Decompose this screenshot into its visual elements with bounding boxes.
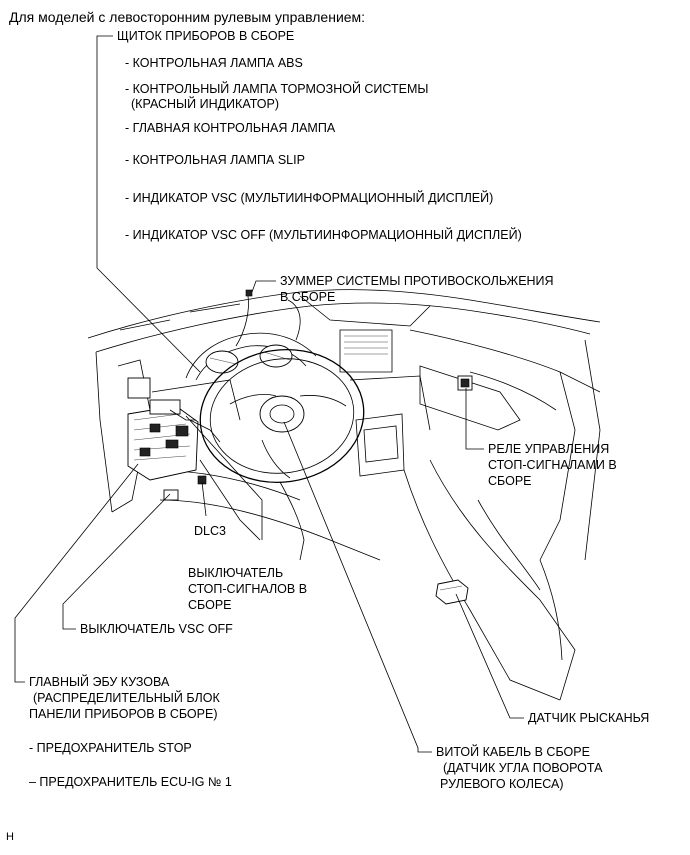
buzzer-label-line1: ЗУММЕР СИСТЕМЫ ПРОТИВОСКОЛЬЖЕНИЯ [280,274,554,288]
vsc-indicator-item: - ИНДИКАТОР VSC (МУЛЬТИИНФОРМАЦИОННЫЙ ДИ… [125,191,494,205]
yaw-sensor-label: ДАТЧИК РЫСКАНЬЯ [528,711,650,725]
vsc-off-switch-label: ВЫКЛЮЧАТЕЛЬ VSC OFF [80,622,233,636]
dlc3-label: DLC3 [194,524,226,538]
slip-lamp-item: - КОНТРОЛЬНАЯ ЛАМПА SLIP [125,153,305,167]
spiral-cable-label-line2: (ДАТЧИК УГЛА ПОВОРОТА [443,761,603,775]
abs-lamp-item: - КОНТРОЛЬНАЯ ЛАМПА ABS [125,56,303,70]
spiral-cable-label-line3: РУЛЕВОГО КОЛЕСА) [440,777,564,791]
combination-meter-label: ЩИТОК ПРИБОРОВ В СБОРЕ [117,29,295,43]
spiral-cable-label-line1: ВИТОЙ КАБЕЛЬ В СБОРЕ [436,745,590,759]
dashboard-outline [87,289,601,701]
vsc-off-switch-part [163,489,179,501]
stop-relay-label-line3: СБОРЕ [488,474,532,488]
brake-lamp-item: - КОНТРОЛЬНЫЙ ЛАМПА ТОРМОЗНОЙ СИСТЕМЫ [125,82,429,96]
stop-switch-label-line3: СБОРЕ [188,598,232,612]
main-body-ecu-label-line1: ГЛАВНЫЙ ЭБУ КУЗОВА [29,675,170,689]
steering-wheel-drawing [199,349,365,561]
header-title: Для моделей с левосторонним рулевым упра… [9,9,366,25]
fuse-stop-item: - ПРЕДОХРАНИТЕЛЬ STOP [29,741,192,755]
stop-relay-label-line2: СТОП-СИГНАЛАМИ В [488,458,617,472]
brake-lamp-item-note: (КРАСНЫЙ ИНДИКАТОР) [131,97,279,111]
fuse-ecu-ig-item: – ПРЕДОХРАНИТЕЛЬ ECU-IG № 1 [29,775,232,789]
buzzer-label-line2: В СБОРЕ [280,290,336,304]
stop-relay-label-line1: РЕЛЕ УПРАВЛЕНИЯ [488,442,610,456]
master-lamp-item: - ГЛАВНАЯ КОНТРОЛЬНАЯ ЛАМПА [125,121,336,135]
junction-block-drawing [127,377,221,501]
yaw-sensor-part [435,579,469,605]
main-body-ecu-label-line3: ПАНЕЛИ ПРИБОРОВ В СБОРЕ) [29,707,218,721]
stop-switch-label-line1: ВЫКЛЮЧАТЕЛЬ [188,566,284,580]
main-body-ecu-label-line2: (РАСПРЕДЕЛИТЕЛЬНЫЙ БЛОК [33,691,220,705]
vsc-off-indicator-item: - ИНДИКАТОР VSC OFF (МУЛЬТИИНФОРМАЦИОННЫ… [125,228,522,242]
footer-mark: H [6,831,14,843]
stop-switch-label-line2: СТОП-СИГНАЛОВ В [188,582,308,596]
leader-lines [14,35,524,753]
